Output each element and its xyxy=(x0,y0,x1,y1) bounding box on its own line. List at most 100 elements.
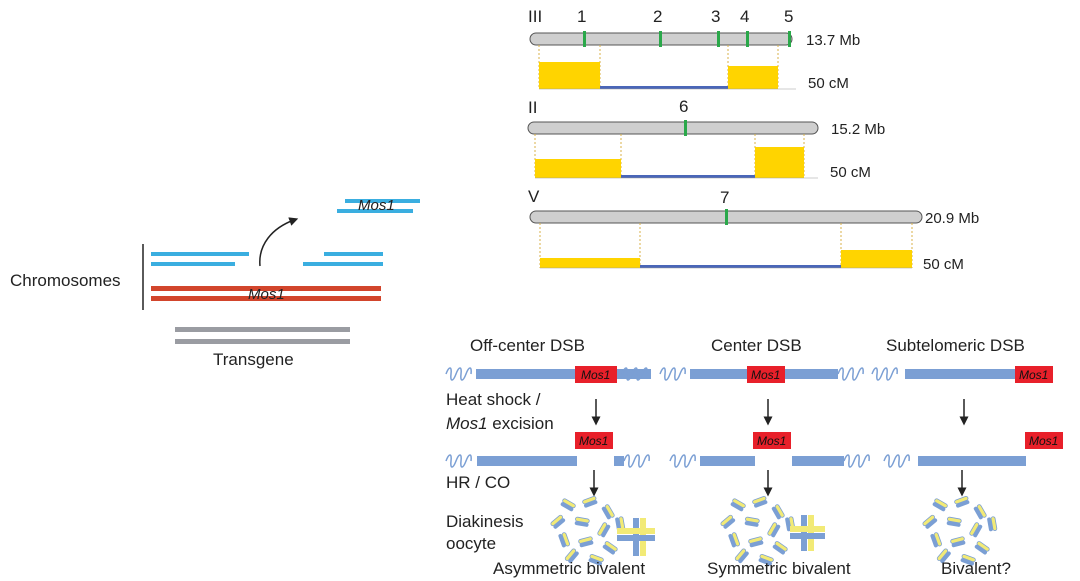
map-length: 50 cM xyxy=(808,75,849,92)
step-diakinesis: Diakinesis xyxy=(446,512,523,531)
univalent-chromosome xyxy=(960,554,976,566)
recombination-center xyxy=(600,86,728,89)
column-header-off-center: Off-center DSB xyxy=(470,336,585,355)
univalent-chromosome xyxy=(932,498,948,512)
univalent-chromosome xyxy=(602,541,618,555)
univalent-chromosome xyxy=(752,496,768,508)
cyan-chromosome-left-top xyxy=(151,252,249,256)
asymmetric-bivalent-nucleus xyxy=(550,496,626,566)
chromosome-bar xyxy=(527,121,819,135)
recombination-arm-right xyxy=(755,147,804,178)
chromosome-name: III xyxy=(528,7,542,26)
excised-mos1-top xyxy=(345,199,420,203)
outcome-symmetric: Symmetric bivalent xyxy=(707,559,851,578)
red-chromosome-bottom xyxy=(151,296,381,301)
cyan-chromosome-right-top xyxy=(324,252,383,256)
univalent-chromosome xyxy=(744,516,760,527)
chromosome-name: V xyxy=(528,187,540,206)
recombination-arm-right xyxy=(728,66,778,89)
transgene-bar-top xyxy=(175,327,350,332)
telomere-repeat xyxy=(621,367,648,381)
bivalent-bar xyxy=(617,528,655,534)
univalent-chromosome xyxy=(601,504,615,520)
chromosome-fragment xyxy=(477,456,577,466)
excised-mos1-box xyxy=(753,432,791,449)
row-intact-chromosomes: Mos1 Mos1 Mos1 xyxy=(445,366,1053,383)
marker-tick xyxy=(583,31,586,47)
chromosome-name: II xyxy=(528,98,537,117)
recombination-arm-left xyxy=(540,258,640,268)
telomere-repeat xyxy=(871,367,898,381)
chromosome-III-map: III 1 2 3 4 5 13.7 Mb 50 cM xyxy=(528,7,860,92)
transgene-label: Transgene xyxy=(213,350,294,369)
marker-tick xyxy=(746,31,749,47)
telomere-repeat xyxy=(837,367,864,381)
univalent-chromosome xyxy=(588,554,604,566)
univalent-chromosome xyxy=(930,532,942,548)
outcome-asymmetric: Asymmetric bivalent xyxy=(493,559,645,578)
marker-tick xyxy=(684,120,687,136)
bivalent-bar xyxy=(790,533,825,539)
marker-tick xyxy=(788,31,791,47)
asymmetric-bivalent-cross xyxy=(617,518,655,556)
univalent-chromosome xyxy=(767,522,781,538)
univalent-chromosome xyxy=(771,504,785,520)
marker-tick xyxy=(659,31,662,47)
univalent-chromosome xyxy=(730,498,746,512)
excised-mos1-box xyxy=(575,432,613,449)
chromosome-size: 13.7 Mb xyxy=(806,32,860,49)
bivalent-question-nucleus xyxy=(922,496,998,566)
step-excision: Mos1 excision xyxy=(446,414,554,433)
univalent-chromosome xyxy=(574,516,590,527)
map-length: 50 cM xyxy=(830,164,871,181)
telomere-repeat xyxy=(843,454,870,468)
recombination-arm-left xyxy=(539,62,600,89)
chromosome-fragment xyxy=(792,456,844,466)
chromosome-size: 15.2 Mb xyxy=(831,121,885,138)
marker-label: 3 xyxy=(711,7,720,26)
telomere-repeat xyxy=(659,367,686,381)
marker-tick xyxy=(717,31,720,47)
chromosome-arm xyxy=(905,369,1045,379)
bivalent-bar xyxy=(790,526,825,532)
row-broken-chromosomes: Mos1 Mos1 Mos1 xyxy=(445,432,1063,468)
recombination-center xyxy=(640,265,841,268)
chromosome-fragment xyxy=(614,456,624,466)
univalent-chromosome xyxy=(560,498,576,512)
univalent-chromosome xyxy=(597,522,611,538)
univalent-chromosome xyxy=(582,496,598,508)
telomere-repeat xyxy=(883,454,910,468)
step-excision-italic: Mos1 xyxy=(446,414,488,433)
recombination-arm-left xyxy=(535,159,621,178)
mos1-insertion-label: Mos1 xyxy=(248,286,285,303)
column-header-center: Center DSB xyxy=(711,336,802,355)
diakinesis-nuclei xyxy=(550,496,998,566)
panel-c-dsb-outcomes: Off-center DSB Center DSB Subtelomeric D… xyxy=(445,336,1063,578)
step-heat-shock: Heat shock / xyxy=(446,390,541,409)
univalent-chromosome xyxy=(969,522,983,538)
recombination-arm-right xyxy=(841,250,912,268)
univalent-chromosome xyxy=(954,496,970,508)
outcome-bivalent-question: Bivalent? xyxy=(941,559,1011,578)
step-hr-co: HR / CO xyxy=(446,473,510,492)
panel-a-transposon-schematic: Chromosomes Mos1 Mos1 Transgene xyxy=(10,197,420,369)
univalent-chromosome xyxy=(748,536,764,548)
step-oocyte: oocyte xyxy=(446,534,496,553)
step-excision-rest: excision xyxy=(488,414,554,433)
telomere-repeat xyxy=(445,454,472,468)
symmetric-bivalent-nucleus xyxy=(720,496,796,566)
univalent-chromosome xyxy=(578,536,594,548)
chromosome-size: 20.9 Mb xyxy=(925,210,979,227)
mos1-insertion-box xyxy=(575,366,617,383)
mos1-box-label: Mos1 xyxy=(1029,434,1058,448)
map-length: 50 cM xyxy=(923,256,964,273)
recombination-center xyxy=(621,175,755,178)
symmetric-bivalent-cross xyxy=(790,515,825,551)
univalent-chromosome xyxy=(758,554,774,566)
univalent-chromosome xyxy=(922,514,938,529)
chromosome-V-map: V 7 20.9 Mb 50 cM xyxy=(528,187,979,273)
chromosomes-label: Chromosomes xyxy=(10,271,121,290)
marker-label: 1 xyxy=(577,7,586,26)
transgene-bar-bottom xyxy=(175,339,350,344)
